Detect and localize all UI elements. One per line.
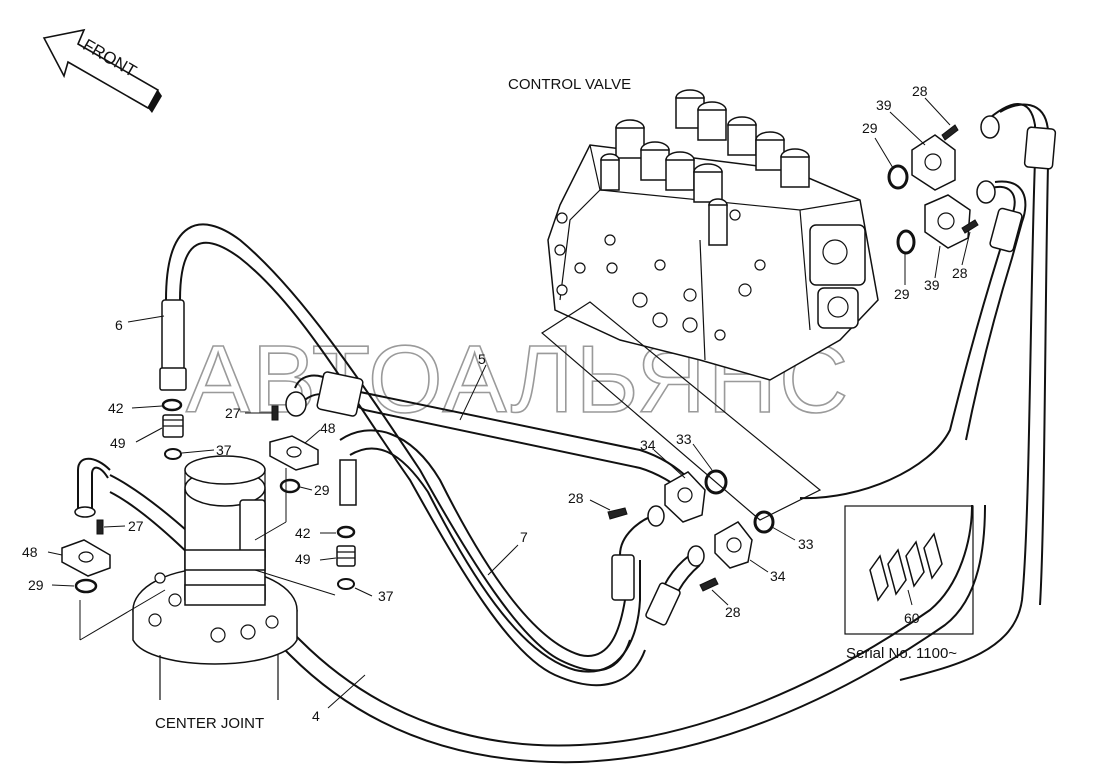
control-valve-title: CONTROL VALVE bbox=[508, 76, 631, 93]
callout-34: 34 bbox=[770, 568, 786, 584]
hose-7 bbox=[339, 429, 626, 657]
callout-27: 27 bbox=[128, 518, 144, 534]
o-ring-42-right bbox=[336, 525, 356, 539]
o-ring-29-center bbox=[279, 478, 301, 494]
callout-33: 33 bbox=[798, 536, 814, 552]
hose-6 bbox=[165, 223, 631, 672]
flange-34-upper bbox=[664, 471, 706, 523]
callout-33: 33 bbox=[676, 431, 692, 447]
o-ring-29-left bbox=[74, 578, 98, 594]
o-ring-29-lower bbox=[896, 229, 916, 255]
callout-5: 5 bbox=[478, 351, 486, 367]
serial-detail-box bbox=[844, 505, 974, 635]
flange-39-lower bbox=[924, 194, 971, 249]
callout-37: 37 bbox=[216, 442, 232, 458]
center-joint bbox=[132, 455, 298, 700]
bolt-28-lower bbox=[961, 219, 979, 234]
callout-6: 6 bbox=[115, 317, 123, 333]
flange-48-upper bbox=[269, 435, 319, 471]
callout-48: 48 bbox=[320, 420, 336, 436]
flange-34-lower bbox=[714, 521, 753, 569]
bolt-28-upper bbox=[941, 124, 959, 141]
bolt-27-lower bbox=[96, 519, 104, 535]
o-ring-37-left bbox=[164, 448, 182, 460]
callout-labels: 28 39 29 29 39 28 6 5 42 27 48 49 37 29 … bbox=[22, 83, 968, 724]
callout-28: 28 bbox=[912, 83, 928, 99]
adapter-49-left bbox=[162, 414, 184, 438]
callout-42: 42 bbox=[295, 525, 311, 541]
o-ring-29-upper bbox=[887, 164, 909, 190]
callout-28: 28 bbox=[725, 604, 741, 620]
callout-29: 29 bbox=[314, 482, 330, 498]
bolt-28-mid bbox=[607, 507, 628, 520]
flange-48-lower bbox=[61, 539, 111, 577]
callout-4: 4 bbox=[312, 708, 320, 724]
callout-29: 29 bbox=[862, 120, 878, 136]
callout-34: 34 bbox=[640, 437, 656, 453]
bolt-27-upper bbox=[271, 405, 279, 421]
callout-37: 37 bbox=[378, 588, 394, 604]
callout-7: 7 bbox=[520, 529, 528, 545]
elbow-pipe-left bbox=[77, 457, 111, 510]
valve-port-leader bbox=[540, 301, 822, 521]
callout-28: 28 bbox=[568, 490, 584, 506]
o-ring-33-lower bbox=[753, 510, 775, 534]
right-hose-lower bbox=[799, 180, 1027, 500]
callout-29: 29 bbox=[28, 577, 44, 593]
o-ring-33-upper bbox=[704, 469, 728, 495]
callout-39: 39 bbox=[924, 277, 940, 293]
o-ring-42-left bbox=[161, 398, 183, 412]
control-valve bbox=[547, 89, 879, 381]
leader-lines bbox=[47, 97, 971, 709]
callout-48: 48 bbox=[22, 544, 38, 560]
callout-49: 49 bbox=[110, 435, 126, 451]
callout-27: 27 bbox=[225, 405, 241, 421]
clamp-60 bbox=[869, 532, 943, 602]
callout-60: 60 bbox=[904, 610, 920, 626]
center-joint-title: CENTER JOINT bbox=[155, 715, 264, 732]
o-ring-37-right bbox=[337, 578, 355, 590]
callout-29: 29 bbox=[894, 286, 910, 302]
callout-42: 42 bbox=[108, 400, 124, 416]
adapter-49-right bbox=[336, 545, 356, 567]
callout-39: 39 bbox=[876, 97, 892, 113]
bolt-28-low bbox=[699, 577, 719, 592]
flange-39-upper bbox=[911, 134, 956, 191]
callout-49: 49 bbox=[295, 551, 311, 567]
right-hose-upper bbox=[899, 103, 1057, 681]
callout-28: 28 bbox=[952, 265, 968, 281]
front-arrow: FRONT bbox=[42, 28, 162, 113]
